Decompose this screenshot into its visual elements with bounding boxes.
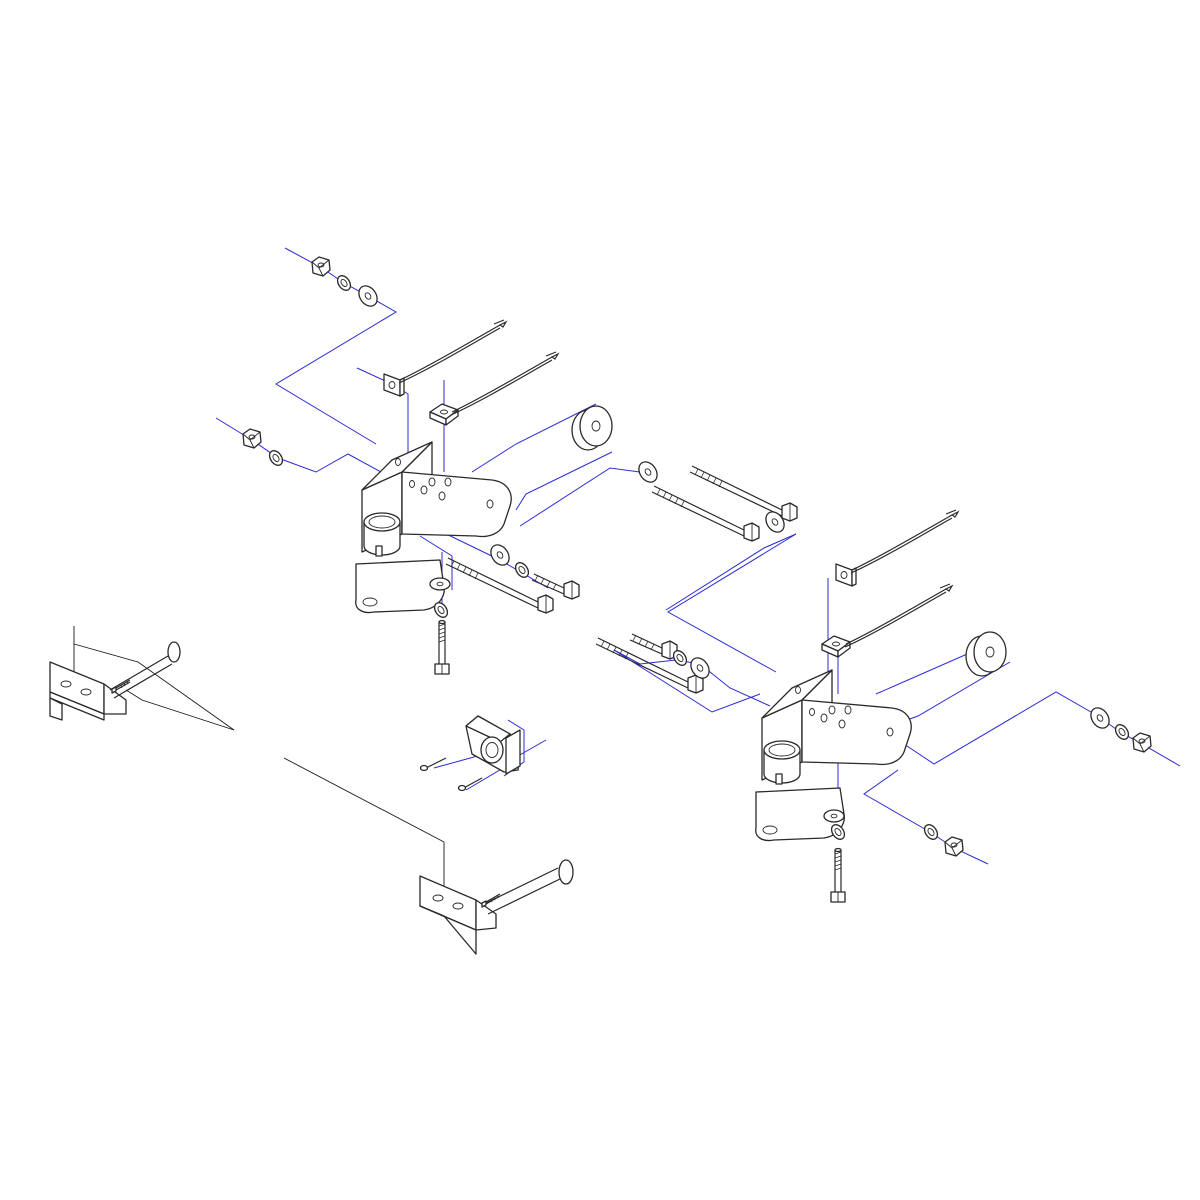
sensor-bracket-assembly [419, 715, 547, 792]
hex-nut-icon [1132, 732, 1152, 753]
hex-nut-icon [242, 428, 262, 449]
lower-shaft-assemblies [49, 626, 574, 955]
flat-washer-icon [1086, 703, 1114, 733]
tie-rod-pin-icon [844, 583, 953, 648]
hex-bolt-icon [651, 485, 760, 542]
screw-icon [457, 777, 483, 792]
flat-washer-icon [823, 809, 845, 823]
flat-washer-icon [429, 577, 451, 591]
lock-washer-icon [266, 447, 286, 469]
lower-shaft-mount [419, 859, 574, 955]
hex-nut-icon [311, 256, 331, 277]
hex-nut-icon [944, 836, 964, 857]
tie-rod-pin-icon [450, 351, 559, 416]
hex-bolt-icon [830, 847, 846, 903]
right-bracket-assembly [595, 509, 1181, 903]
middle-hardware [634, 457, 798, 542]
upper-shaft-mount [49, 641, 181, 721]
tab-plate-icon [383, 373, 405, 397]
sensor-bracket [465, 715, 521, 775]
flat-washer-icon [634, 457, 662, 487]
hex-bolt-icon [629, 633, 678, 660]
set-screw-icon [481, 893, 501, 908]
hex-bolt-icon [434, 619, 450, 675]
left-bracket-assembly [215, 247, 797, 675]
flat-washer-icon [354, 281, 382, 311]
tab-plate-icon [835, 563, 857, 587]
hex-bolt-icon [689, 465, 798, 522]
square-nut-icon [429, 403, 459, 426]
screw-icon [419, 757, 447, 772]
hex-bolt-icon [531, 573, 580, 600]
flat-washer-icon [486, 540, 514, 570]
roller-icon [965, 631, 1007, 677]
hex-bolt-icon [445, 557, 554, 614]
lock-washer-icon [1112, 721, 1132, 743]
tie-rod-pin-icon [850, 509, 959, 574]
hex-bolt-icon [595, 637, 704, 694]
lock-washer-icon [921, 821, 941, 843]
right-assembly-leader-lines [613, 533, 1181, 865]
tie-rod-pin-icon [398, 319, 507, 384]
lock-washer-icon [334, 272, 354, 294]
